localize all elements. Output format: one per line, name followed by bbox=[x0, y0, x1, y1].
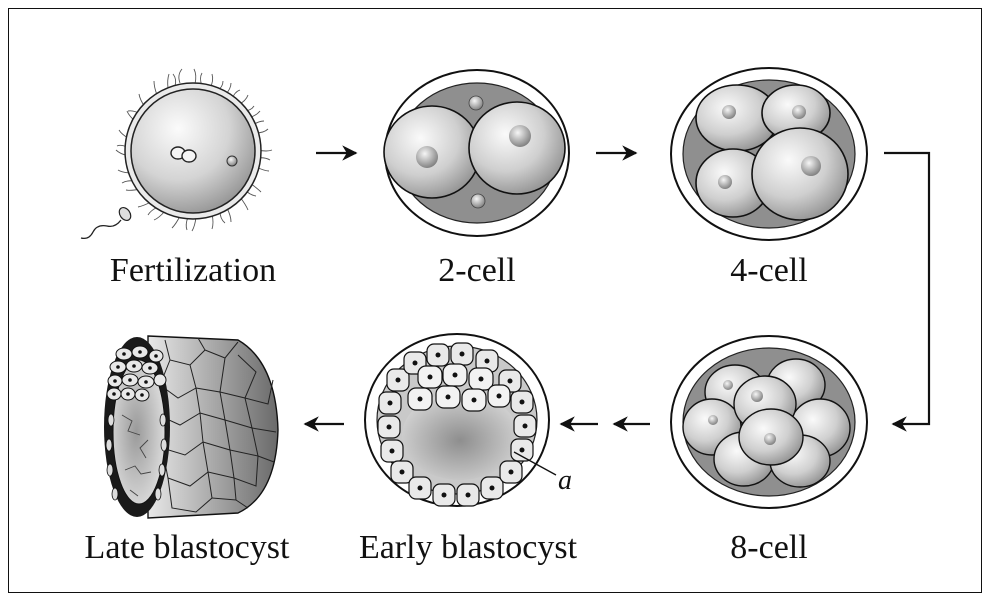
arrow-4cell-to-8cell bbox=[884, 153, 929, 424]
label-8-cell: 8-cell bbox=[730, 529, 807, 566]
label-2-cell: 2-cell bbox=[438, 252, 515, 289]
label-4-cell: 4-cell bbox=[730, 252, 807, 289]
annotation-label-a: a bbox=[558, 465, 572, 496]
label-early-blastocyst: Early blastocyst bbox=[359, 529, 578, 566]
late-blastocyst bbox=[104, 336, 278, 518]
label-late-blastocyst: Late blastocyst bbox=[85, 529, 290, 566]
two-cell-embryo bbox=[384, 70, 569, 236]
four-cell-embryo bbox=[671, 68, 867, 240]
fertilization-oocyte bbox=[81, 69, 272, 238]
sperm bbox=[81, 205, 133, 238]
label-fertilization: Fertilization bbox=[110, 252, 276, 289]
eight-cell-embryo bbox=[671, 336, 867, 508]
early-blastocyst bbox=[365, 334, 556, 506]
